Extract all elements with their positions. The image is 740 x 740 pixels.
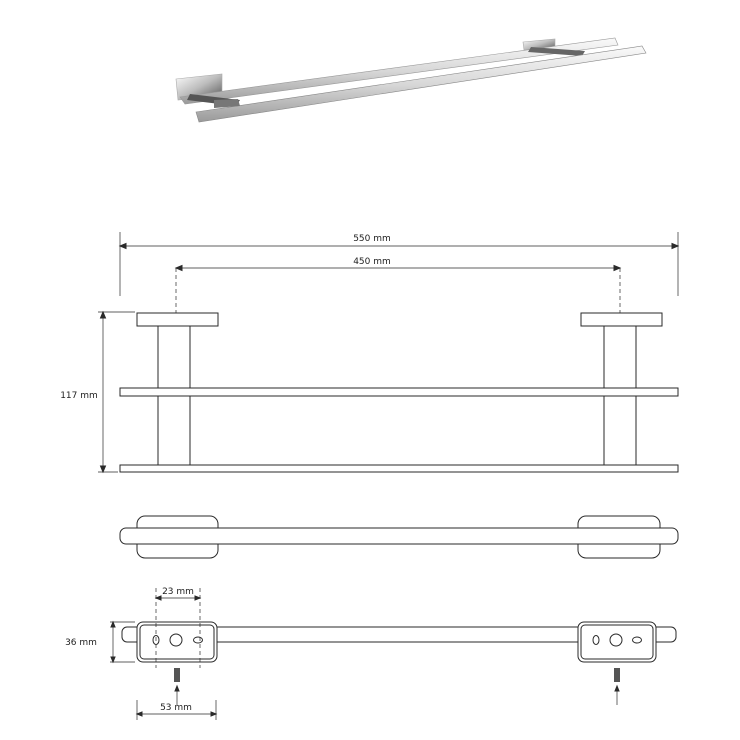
plate-width-label: 53 mm [160, 703, 192, 713]
overall-length-label: 550 mm [353, 234, 391, 244]
rear-view [110, 588, 677, 720]
top-view [119, 515, 679, 559]
plate-height-label: 36 mm [65, 638, 97, 648]
product-photo [175, 37, 647, 123]
screw-icon [174, 668, 620, 682]
hole-spacing-label: 23 mm [162, 587, 194, 597]
mounting-distance-label: 450 mm [353, 257, 391, 267]
front-view [98, 232, 680, 474]
depth-label: 117 mm [60, 391, 98, 401]
